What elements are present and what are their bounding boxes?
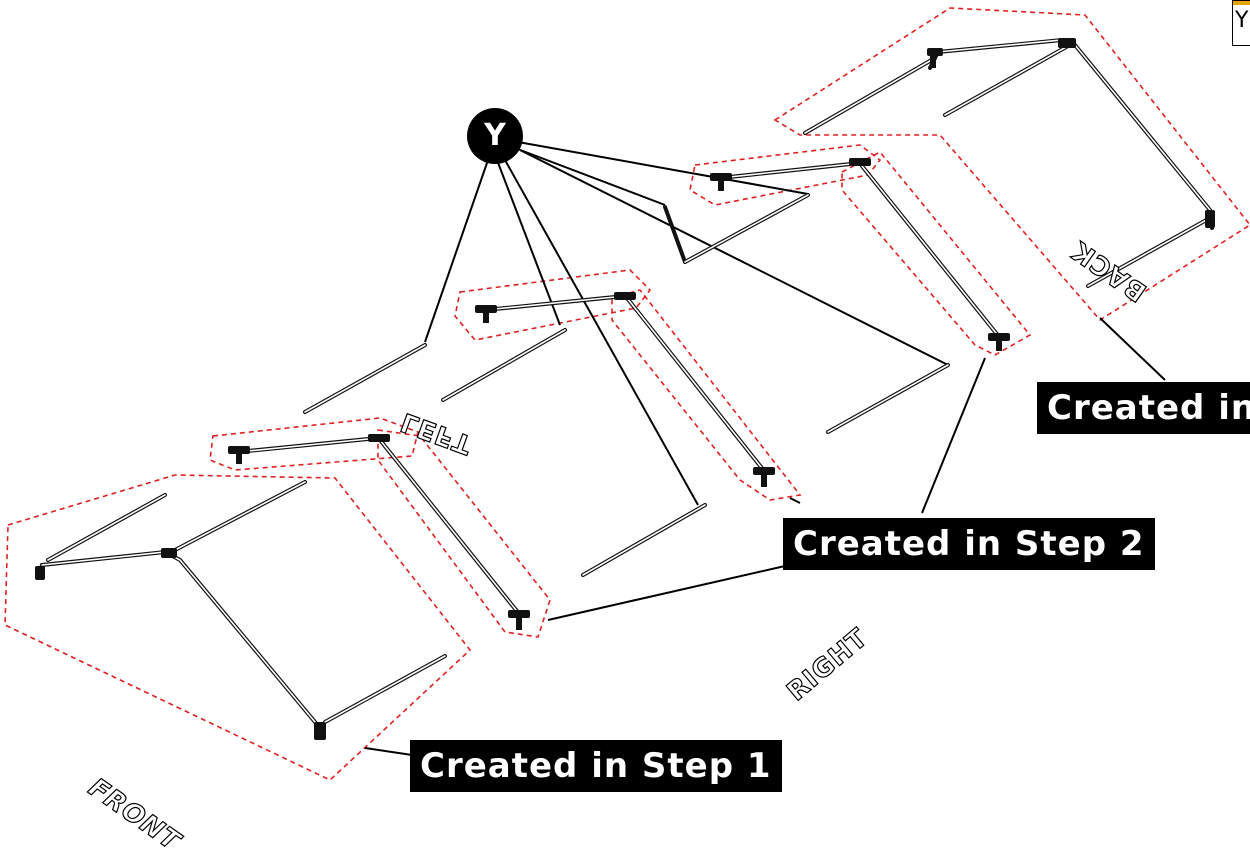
outline-front-section — [4, 474, 472, 781]
outline-left-eave-2 — [454, 269, 652, 341]
back-frame — [803, 37, 1215, 288]
left-frame-2 — [475, 292, 775, 487]
outline-right-side-pole — [841, 150, 1032, 356]
corner-legend-label: Y — [1235, 8, 1249, 33]
y-leader-lines — [424, 141, 949, 506]
callout-leaders — [364, 317, 1166, 756]
corner-legend: Y — [1232, 0, 1250, 46]
loose-poles — [303, 193, 950, 577]
callout-step-3: Created in — [1037, 382, 1250, 434]
y-marker: Y — [467, 108, 523, 164]
corner-legend-stripe — [1233, 1, 1250, 5]
callout-step-1: Created in Step 1 — [410, 740, 782, 792]
front-frame — [35, 480, 447, 740]
callout-step-2: Created in Step 2 — [783, 518, 1155, 570]
left-frame-1 — [228, 434, 530, 630]
outline-left-side-pole-1 — [377, 429, 551, 638]
right-frame — [710, 158, 1010, 351]
outline-left-side-pole-2 — [611, 289, 802, 501]
